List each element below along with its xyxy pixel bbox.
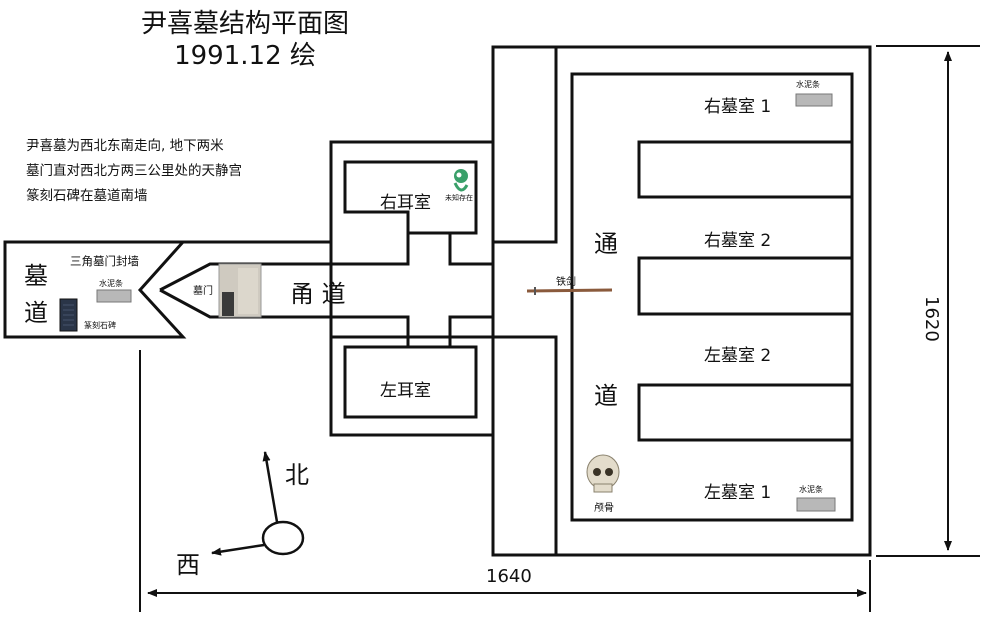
cement-bar-icon: [96, 289, 132, 303]
note-line: 尹喜墓为西北东南走向, 地下两米: [26, 138, 224, 154]
chamber-divider-3: [637, 383, 852, 442]
north-arrow: [262, 451, 279, 523]
cement-bar-label: 水泥条: [799, 485, 823, 494]
note-line: 墓门直对西北方两三公里处的天静宫: [26, 163, 242, 179]
plan-title: 尹喜墓结构平面图 1991.12 绘: [110, 8, 380, 72]
title-line-2: 1991.12 绘: [174, 41, 316, 71]
sword-icon: [526, 288, 613, 293]
left-chamber-2-label: 左墓室 2: [704, 346, 772, 366]
tomb-door-label: 墓门: [193, 286, 213, 297]
unknown-label: 未知存在: [445, 194, 473, 202]
right-chamber-1-label: 右墓室 1: [704, 97, 772, 117]
sword-label: 铁剑: [556, 277, 576, 288]
chamber-divider-1: [637, 140, 852, 199]
cement-bar-label: 水泥条: [99, 279, 123, 288]
stele-label: 篆刻石碑: [84, 321, 116, 330]
title-line-1: 尹喜墓结构平面图: [140, 9, 349, 39]
passage-inner-wall-lower: [493, 335, 558, 555]
west-arrow: [211, 543, 265, 556]
left-chamber-1-label: 左墓室 1: [704, 483, 772, 503]
skull-icon: [586, 454, 620, 493]
tomb-passage-label-1: 墓: [24, 262, 48, 290]
dim-width-label: 1640: [486, 566, 532, 587]
triangle-wall-label: 三角墓门封墙: [70, 254, 139, 268]
cement-bars: [96, 93, 836, 512]
right-ear-room-wall: [343, 160, 478, 235]
notes: 尹喜墓为西北东南走向, 地下两米 墓门直对西北方两三公里处的天静宫 篆刻石碑在墓…: [26, 134, 242, 209]
unknown-figure-icon: [453, 169, 469, 192]
compass-ring: [261, 520, 305, 556]
passage-inner-wall: [493, 47, 558, 244]
compass-west-label: 西: [176, 551, 200, 579]
left-ear-room-wall: [343, 345, 478, 419]
dim-height-label: 1620: [921, 296, 942, 342]
compass: [211, 451, 305, 556]
tomb-passage-label-2: 道: [24, 299, 48, 327]
cement-bar-icon: [796, 497, 836, 512]
compass-north-label: 北: [285, 461, 309, 489]
left-ear-room-label: 左耳室: [380, 381, 431, 401]
right-ear-room-label: 右耳室: [380, 193, 431, 213]
cement-bar-icon: [795, 93, 833, 107]
right-chamber-2-label: 右墓室 2: [704, 231, 772, 251]
cement-bar-label: 水泥条: [796, 80, 820, 89]
passage-outer-wall: [491, 45, 872, 557]
passage-label-1: 通: [594, 230, 618, 258]
tomb-passage-wall: [3, 240, 187, 339]
chamber-divider-2: [637, 256, 852, 316]
note-line: 篆刻石碑在墓道南墙: [26, 188, 148, 204]
chamber-block-wall: [570, 72, 854, 522]
skull-label: 颅骨: [594, 503, 614, 514]
corridor-label: 甬 道: [290, 280, 346, 308]
passage-label-2: 道: [594, 382, 618, 410]
